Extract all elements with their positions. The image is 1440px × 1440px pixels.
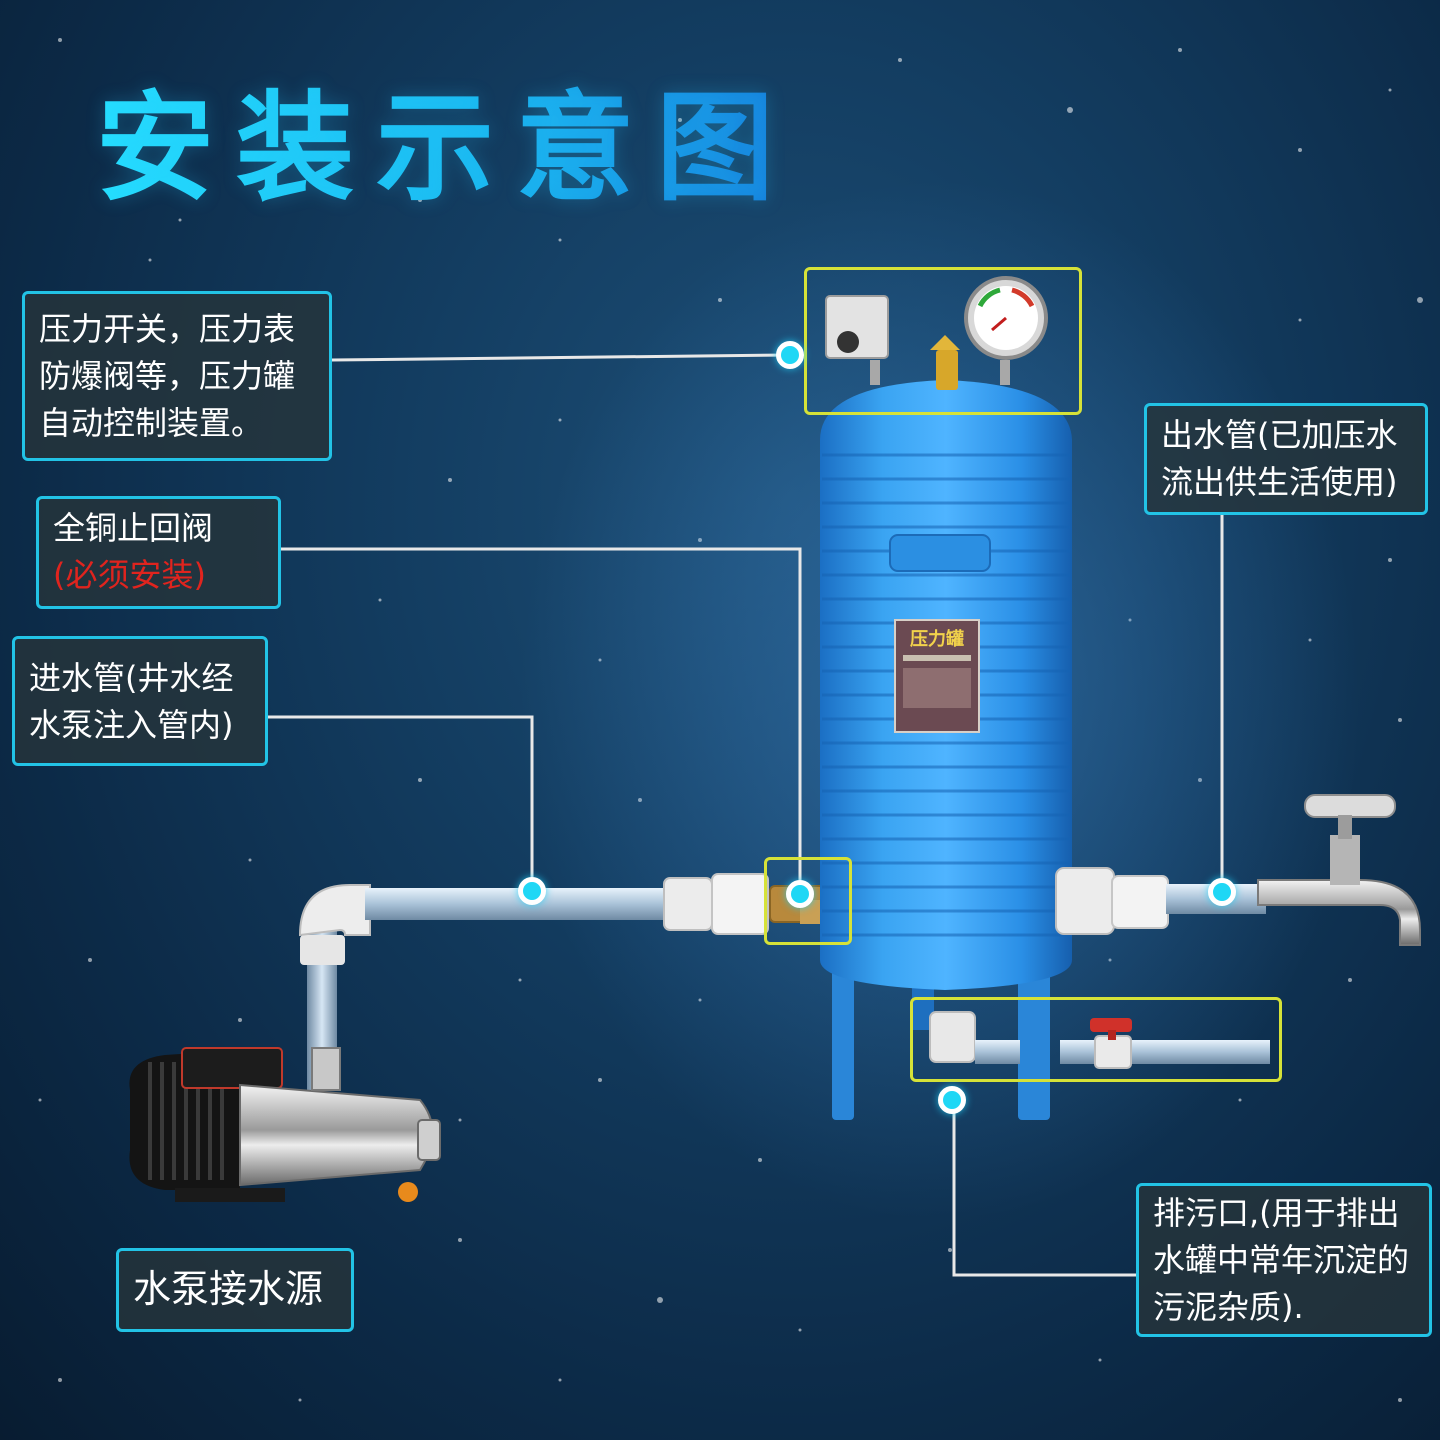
callout-inlet-pipe: 进水管(井水经 水泵注入管内): [12, 636, 268, 766]
callout-text-line: 流出供生活使用): [1161, 463, 1398, 501]
pressure-tank: 压力罐: [820, 276, 1072, 1120]
check-valve-highlight-frame: [764, 857, 852, 945]
drain-highlight-frame: [910, 997, 1282, 1082]
outlet-pipe: [1055, 794, 1421, 946]
faucet: [1257, 879, 1421, 946]
inlet-marker-dot: [518, 877, 546, 905]
inlet-pipe: [298, 873, 834, 1090]
callout-drain-outlet: 排污口,(用于排出 水罐中常年沉淀的 污泥杂质).: [1136, 1183, 1432, 1337]
callout-pump-source: 水泵接水源: [116, 1248, 354, 1332]
callout-text-line: 污泥杂质).: [1153, 1288, 1304, 1326]
callout-outlet-pipe: 出水管(已加压水 流出供生活使用): [1144, 403, 1428, 515]
page-title: 安装示意图: [96, 52, 796, 223]
callout-text-line: 防爆阀等，压力罐: [39, 357, 296, 395]
callout-text-line: 排污口,(用于排出: [1153, 1194, 1400, 1232]
callout-control-devices: 压力开关，压力表 防爆阀等，压力罐 自动控制装置。: [22, 291, 332, 461]
callout-text-line: 进水管(井水经: [29, 659, 234, 697]
controls-highlight-frame: [804, 267, 1082, 415]
drain-marker-dot: [938, 1086, 966, 1114]
callout-text-line: 自动控制装置。: [39, 404, 264, 442]
callout-text-line: 全铜止回阀: [53, 509, 214, 547]
callout-check-valve: 全铜止回阀 (必须安装): [36, 496, 281, 609]
callout-text-line: 水泵接水源: [133, 1267, 324, 1311]
outlet-marker-dot: [1208, 878, 1236, 906]
callout-text-line: 出水管(已加压水: [1161, 416, 1398, 454]
tank-label-text: 压力罐: [910, 628, 964, 650]
controls-marker-dot: [776, 341, 804, 369]
callout-text-line: 水泵注入管内): [29, 706, 234, 744]
water-pump: [129, 1047, 441, 1202]
callout-text-line: 压力开关，压力表: [39, 310, 296, 348]
connector-lines: [268, 353, 1224, 1277]
drain-assembly: [929, 1011, 1270, 1069]
callout-warning-text: (必须安装): [53, 556, 206, 594]
check-valve-marker-dot: [786, 880, 814, 908]
callout-text-line: 水罐中常年沉淀的: [1153, 1241, 1410, 1279]
